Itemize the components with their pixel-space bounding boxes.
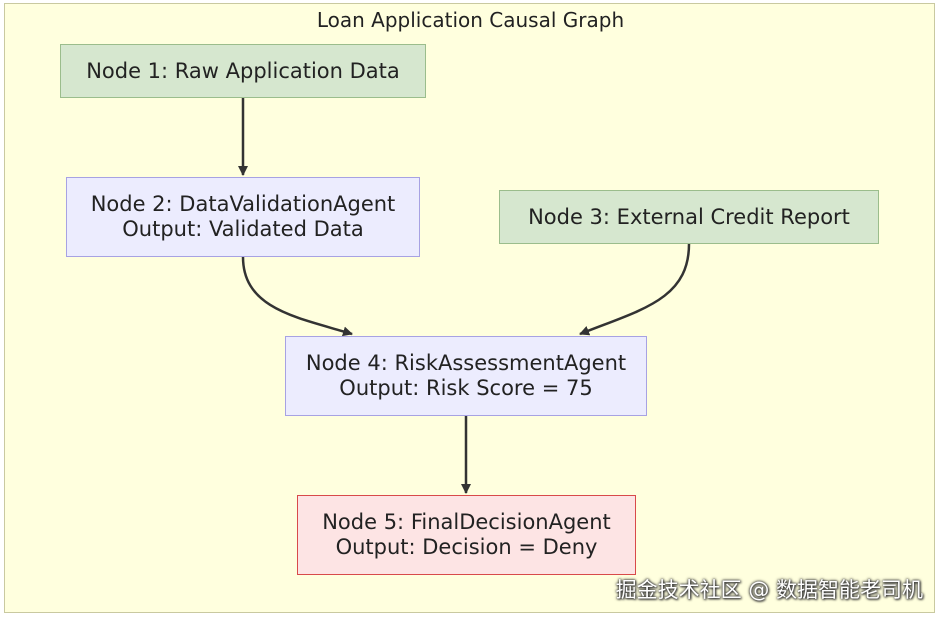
node-final-decision-agent: Node 5: FinalDecisionAgent Output: Decis… [297,495,636,575]
node-raw-application-data: Node 1: Raw Application Data [60,44,426,98]
node-output: Output: Decision = Deny [335,535,598,559]
node-label: Node 5: FinalDecisionAgent [322,510,611,534]
node-output: Output: Validated Data [122,217,364,241]
diagram-title: Loan Application Causal Graph [316,8,625,32]
edge-node2-to-node4 [241,256,353,337]
node-risk-assessment-agent: Node 4: RiskAssessmentAgent Output: Risk… [285,336,647,416]
node-external-credit-report: Node 3: External Credit Report [499,190,879,244]
node-output: Output: Risk Score = 75 [339,376,593,400]
node-label: Node 3: External Credit Report [528,204,850,229]
node-label: Node 2: DataValidationAgent [90,192,396,216]
edge-node3-to-node4 [579,243,691,336]
watermark: 掘金技术社区 @ 数据智能老司机 [615,578,923,602]
node-data-validation-agent: Node 2: DataValidationAgent Output: Vali… [66,177,420,257]
node-label: Node 4: RiskAssessmentAgent [305,351,627,375]
node-label: Node 1: Raw Application Data [86,58,400,83]
